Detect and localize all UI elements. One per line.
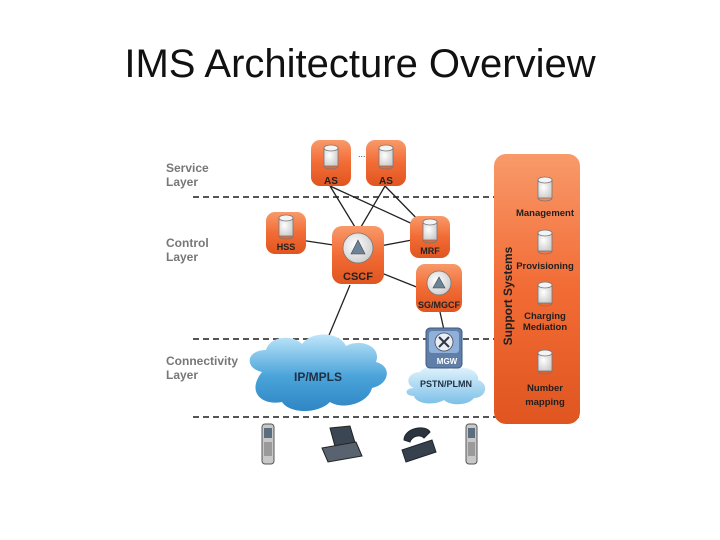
support-item-provisioning: Provisioning bbox=[516, 229, 574, 272]
support-item-management: Management bbox=[516, 176, 575, 219]
as-node-2: AS bbox=[366, 140, 406, 187]
laptop-icon bbox=[321, 425, 363, 463]
svg-text:Service: Service bbox=[166, 161, 209, 175]
svg-text:IP/MPLS: IP/MPLS bbox=[294, 370, 342, 384]
layer-label-service: Service Layer bbox=[166, 161, 209, 189]
support-systems-panel: Support Systems Management Provisioning … bbox=[494, 154, 580, 424]
as-node-1: AS bbox=[311, 140, 351, 187]
hss-node: HSS bbox=[266, 212, 306, 254]
svg-text:Management: Management bbox=[516, 208, 575, 219]
mgw-node: MGW bbox=[425, 327, 463, 369]
support-item-number-mapping: Number mapping bbox=[525, 349, 565, 408]
mobile-phone-icon bbox=[465, 423, 478, 465]
svg-text:Connectivity: Connectivity bbox=[166, 354, 238, 368]
mobile-phone-icon bbox=[261, 423, 275, 465]
layer-label-connectivity: Connectivity Layer bbox=[166, 354, 238, 382]
svg-text:Layer: Layer bbox=[166, 250, 198, 264]
svg-text:HSS: HSS bbox=[277, 242, 296, 252]
svg-text:PSTN/PLMN: PSTN/PLMN bbox=[420, 379, 472, 389]
svg-text:MGW: MGW bbox=[437, 357, 458, 366]
svg-text:mapping: mapping bbox=[525, 397, 565, 408]
desk-phone-icon bbox=[401, 427, 437, 463]
svg-text:AS: AS bbox=[379, 176, 393, 187]
svg-text:CSCF: CSCF bbox=[343, 271, 373, 283]
cscf-node: CSCF bbox=[332, 226, 384, 284]
svg-text:Control: Control bbox=[166, 236, 209, 250]
svg-text:Layer: Layer bbox=[166, 368, 198, 382]
svg-text:Mediation: Mediation bbox=[523, 322, 568, 333]
svg-text:SG/MGCF: SG/MGCF bbox=[418, 300, 461, 310]
svg-text:MRF: MRF bbox=[420, 246, 440, 256]
svg-text:Number: Number bbox=[527, 383, 563, 394]
svg-text:AS: AS bbox=[324, 176, 338, 187]
as-ellipsis: ..... bbox=[358, 149, 371, 159]
sg-mgcf-node: SG/MGCF bbox=[416, 264, 462, 312]
ip-mpls-cloud: IP/MPLS bbox=[249, 334, 387, 411]
layer-label-control: Control Layer bbox=[166, 236, 209, 264]
svg-text:Provisioning: Provisioning bbox=[516, 261, 574, 272]
svg-text:Layer: Layer bbox=[166, 175, 198, 189]
pstn-plmn-cloud: PSTN/PLMN bbox=[406, 365, 486, 405]
support-item-charging-mediation: Charging Mediation bbox=[523, 281, 568, 333]
support-systems-title: Support Systems bbox=[501, 246, 515, 345]
mrf-node: MRF bbox=[410, 216, 450, 258]
svg-text:Charging: Charging bbox=[524, 311, 566, 322]
slide-title: IMS Architecture Overview bbox=[124, 42, 596, 86]
